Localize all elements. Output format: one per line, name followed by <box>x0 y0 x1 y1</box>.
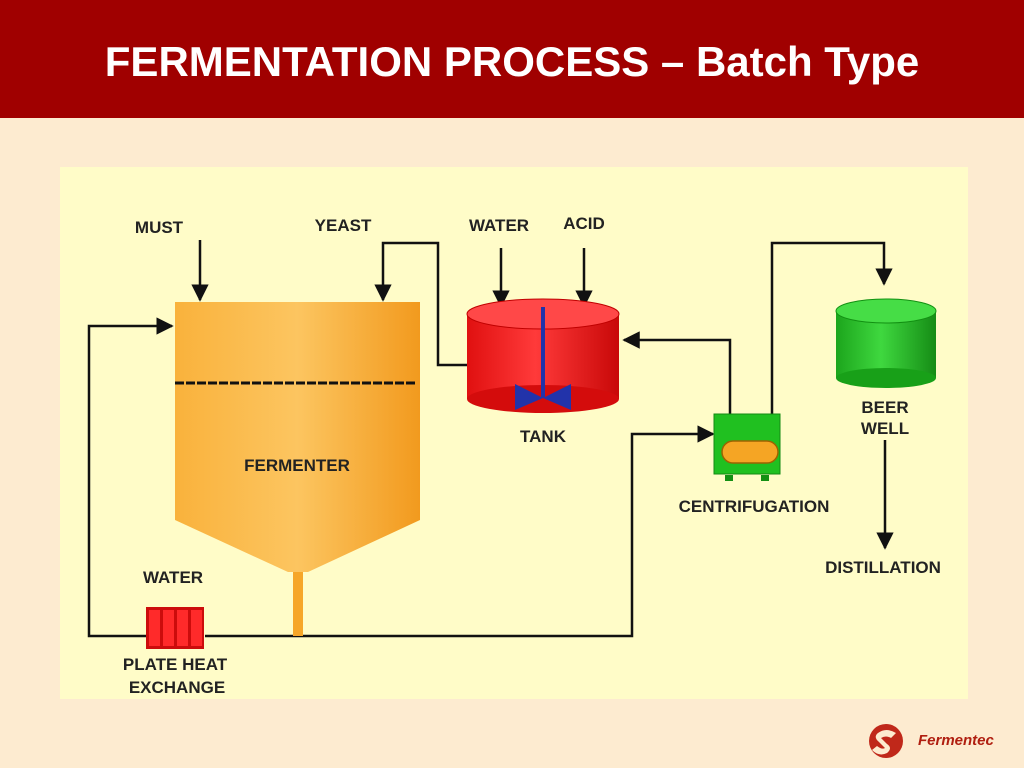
tank: TANK <box>466 298 620 446</box>
plate-heat-label: PLATE HEAT <box>123 655 228 674</box>
beer-label: BEER <box>861 398 908 417</box>
plate-heat-exchanger <box>146 607 204 649</box>
fermenter-to-centrifuge-line <box>205 425 715 638</box>
yeast-label: YEAST <box>315 216 372 235</box>
fermenter-label: FERMENTER <box>244 456 350 475</box>
well-label: WELL <box>861 419 909 438</box>
yeast-line <box>374 241 470 367</box>
beer-well: BEER WELL <box>835 298 937 438</box>
water-tank-label: WATER <box>469 216 529 235</box>
fermentec-logo-text: Fermentec <box>918 732 994 749</box>
tank-label: TANK <box>520 427 567 446</box>
title-bar: FERMENTATION PROCESS – Batch Type <box>0 0 1024 118</box>
centrifuge <box>713 413 781 481</box>
centrifuge-bowl <box>721 440 779 464</box>
centrifuge-to-tank-line <box>622 331 732 418</box>
distillation-label: DISTILLATION <box>825 558 941 577</box>
exchange-label: EXCHANGE <box>129 678 225 697</box>
centrifuge-to-beer-well-line <box>770 241 893 418</box>
water-exchanger-label: WATER <box>143 568 203 587</box>
slide-title: FERMENTATION PROCESS – Batch Type <box>104 38 920 85</box>
fermentec-logo-icon <box>869 724 903 758</box>
acid-label: ACID <box>563 214 605 233</box>
agitator-icon <box>515 307 571 410</box>
centrifugation-label: CENTRIFUGATION <box>679 497 830 516</box>
must-label: MUST <box>135 218 184 237</box>
recycle-line <box>87 317 174 638</box>
fermenter: FERMENTER <box>175 302 420 636</box>
